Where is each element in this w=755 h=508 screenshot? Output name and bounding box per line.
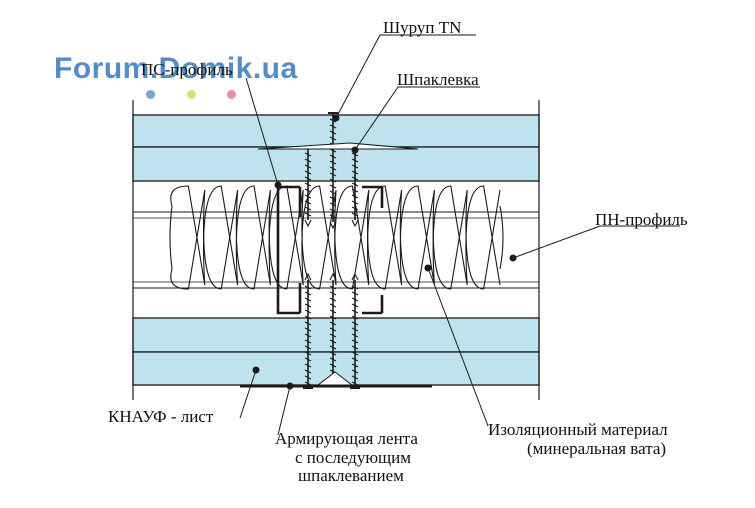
label-insulation-1: Изоляционный материал: [488, 420, 668, 439]
label-pn-profile: ПН-профиль: [595, 210, 688, 229]
label-tape-3: шпаклеванием: [298, 466, 404, 485]
label-knauf-sheet: КНАУФ - лист: [108, 407, 214, 426]
insulation-zigzag: [170, 185, 501, 286]
ps-profile: [276, 185, 384, 315]
lower-inner-board: [132, 317, 540, 353]
label-tape-1: Армирующая лента: [275, 429, 418, 448]
watermark-dot-blue: [146, 90, 155, 99]
screw-6: [350, 272, 360, 389]
insulation-zigzag-back: [170, 189, 501, 290]
label-screw: Шуруп TN: [383, 18, 462, 37]
insulation-right-cap: [499, 205, 504, 270]
putty-joints: [240, 142, 432, 388]
label-tape-2: с последующим: [295, 448, 411, 467]
label-putty: Шпаклевка: [397, 70, 479, 89]
leader-dots: [252, 114, 517, 390]
label-insulation-2: (минеральная вата): [527, 439, 667, 458]
mineral-wool-insulation: [169, 185, 504, 290]
screw-1: [328, 112, 338, 230]
screw-2: [303, 146, 313, 228]
watermark-dot-pink: [227, 90, 236, 99]
watermark-logo: Forum.Domik.ua: [54, 52, 298, 85]
insulation-left-cap: [169, 205, 173, 270]
screw-4: [303, 272, 313, 389]
upper-putty-joint: [257, 142, 419, 150]
watermark-dot-yellow: [187, 90, 196, 99]
leader-lines: [239, 34, 680, 436]
label-ps-profile: ПС-профиль: [141, 60, 233, 79]
